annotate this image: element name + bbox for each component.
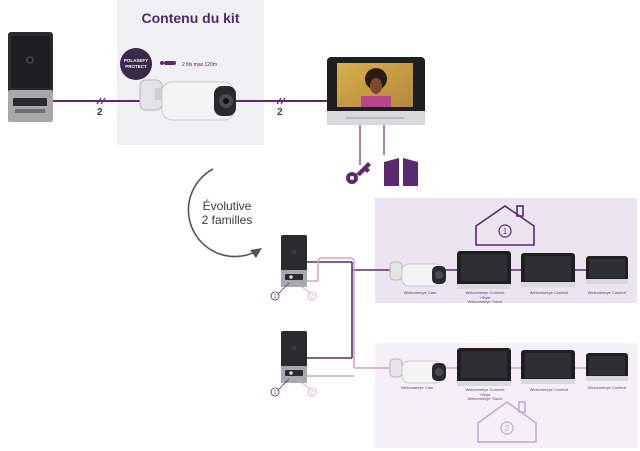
evolution-line-2: 2 familles — [201, 213, 253, 227]
outdoor-door-panel — [8, 32, 53, 122]
badge-line-2: PROTECT — [125, 64, 147, 69]
family-1-connect-label: Welcomeeye Connect +Style Welcomeeye Tou… — [458, 290, 512, 305]
family-2-connect-monitor — [457, 348, 511, 386]
wire-tick-right — [276, 97, 282, 105]
upper-button-1-label: 1 — [274, 294, 277, 300]
family-2-connect-line-2: +Style — [479, 391, 491, 397]
house-1-number: 1 — [503, 227, 508, 236]
key-icon — [346, 162, 371, 184]
badge-line-1: POLASEFY — [124, 58, 148, 63]
family-2-comfort-label-1: Welcomeeye Comfort — [529, 387, 569, 392]
upper-button-2-label: 2 — [311, 294, 314, 300]
family-2-comfort-monitor-2 — [586, 353, 628, 381]
family-2-camera — [389, 358, 446, 384]
wire-tick-right — [280, 97, 286, 105]
house-2-icon — [477, 401, 537, 443]
family-2-camera-label: Welcomeeye Cam — [400, 385, 434, 390]
family-2-connect-line-1: Welcomeeye Connect — [465, 387, 505, 392]
family-1-camera-label: Welcomeeye Cam — [403, 290, 437, 295]
family-1-connect-line-2: +Style — [479, 294, 491, 300]
kit-camera — [139, 79, 236, 121]
outdoor-panel-upper — [281, 235, 307, 287]
kit-monitor — [327, 57, 425, 125]
wire-tick-left — [96, 97, 102, 105]
evolution-arrow — [187, 168, 262, 258]
family-1-connect-line-3: Welcomeeye Touch — [467, 299, 503, 305]
family-1-camera — [389, 261, 446, 287]
wire-tick-left — [100, 97, 106, 105]
family-1-connect-monitor — [457, 251, 511, 289]
family-2-comfort-label-2: Welcomeeye Comfort — [587, 385, 627, 390]
gate-icon — [384, 158, 418, 186]
kit-title: Contenu du kit — [141, 10, 240, 26]
wire-count-right: 2 — [277, 107, 283, 118]
family-1-comfort-monitor-2 — [586, 256, 628, 284]
cable-icon — [160, 61, 176, 65]
lower-button-2-label: 2 — [311, 390, 314, 396]
evolution-label: Évolutive 2 familles — [192, 199, 262, 227]
family-2-comfort-monitor-1 — [521, 350, 575, 384]
panel-button-markers — [270, 282, 317, 397]
family-1-comfort-label-2: Welcomeeye Comfort — [587, 290, 627, 295]
evolution-line-1: Évolutive — [202, 199, 252, 213]
cable-length-label: 2 fils max 120m — [182, 62, 218, 68]
outdoor-panel-lower — [281, 331, 307, 383]
polasefy-badge — [120, 48, 152, 80]
family-1-connect-line-1: Welcomeeye Connect — [465, 290, 505, 295]
family-2-connect-line-3: Welcomeeye Touch — [467, 396, 503, 402]
wire-count-left: 2 — [97, 107, 103, 118]
family-2-connect-label: Welcomeeye Connect +Style Welcomeeye Tou… — [458, 387, 512, 402]
house-2-number: 2 — [505, 424, 510, 433]
family-1-comfort-monitor-1 — [521, 253, 575, 287]
house-1-icon — [475, 205, 535, 246]
lower-button-1-label: 1 — [274, 390, 277, 396]
family-1-comfort-label-1: Welcomeeye Comfort — [529, 290, 569, 295]
